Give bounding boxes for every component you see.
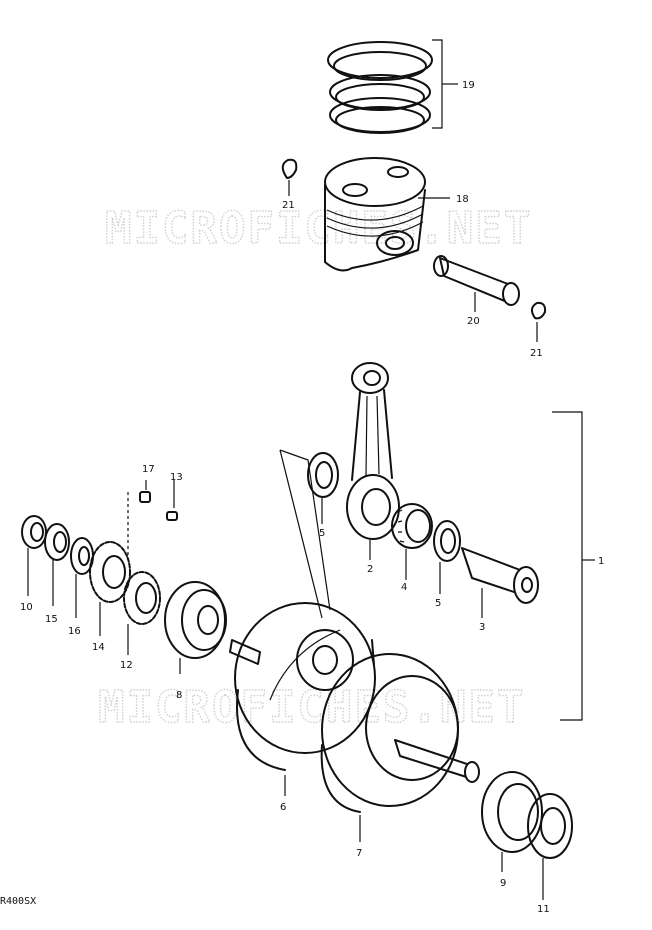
dowel-pin xyxy=(139,491,151,503)
oil-seal-10 xyxy=(21,515,47,596)
callout-21-right: 21 xyxy=(530,348,543,359)
piston xyxy=(324,157,450,272)
connecting-rod xyxy=(346,362,400,560)
oil-seal-11 xyxy=(527,793,573,900)
crank-flywheel-right xyxy=(320,653,480,842)
callout-7: 7 xyxy=(356,848,362,859)
callout-10: 10 xyxy=(20,602,33,613)
callout-4: 4 xyxy=(401,582,407,593)
callout-11: 11 xyxy=(537,904,550,915)
callout-2: 2 xyxy=(367,564,373,575)
callout-12: 12 xyxy=(120,660,133,671)
crank-flywheel-left xyxy=(229,602,376,796)
thrust-washer-lower xyxy=(433,520,461,562)
circlip-left xyxy=(281,158,298,179)
gear-12 xyxy=(123,571,161,655)
callout-19: 19 xyxy=(462,80,475,91)
callout-8: 8 xyxy=(176,690,182,701)
spacer-15 xyxy=(44,523,70,606)
model-code: R400SX xyxy=(0,896,36,907)
callout-5-lower: 5 xyxy=(435,598,441,609)
callout-3: 3 xyxy=(479,622,485,633)
bearing-right xyxy=(481,771,543,872)
circlip-right xyxy=(531,301,547,320)
piston-pin xyxy=(433,255,520,312)
callout-13: 13 xyxy=(170,472,183,483)
callout-5-upper: 5 xyxy=(319,528,325,539)
washer-16 xyxy=(70,537,94,618)
callout-6: 6 xyxy=(280,802,286,813)
needle-bearing xyxy=(391,503,433,580)
callout-21-left: 21 xyxy=(282,200,295,211)
watermark-top: MICROFICHES.NET xyxy=(105,203,532,254)
callout-15: 15 xyxy=(45,614,58,625)
callout-14: 14 xyxy=(92,642,105,653)
callout-18: 18 xyxy=(456,194,469,205)
thrust-washer-upper xyxy=(307,452,339,498)
woodruff-key xyxy=(166,511,178,521)
crank-pin xyxy=(461,547,539,618)
callout-1: 1 xyxy=(598,556,604,567)
callout-17: 17 xyxy=(142,464,155,475)
callout-9: 9 xyxy=(500,878,506,889)
gear-14 xyxy=(89,541,131,636)
watermark-bottom: MICROFICHES.NET xyxy=(98,682,525,733)
piston-rings xyxy=(327,39,458,134)
callout-20: 20 xyxy=(467,316,480,327)
bearing-left xyxy=(164,581,227,674)
callout-16: 16 xyxy=(68,626,81,637)
